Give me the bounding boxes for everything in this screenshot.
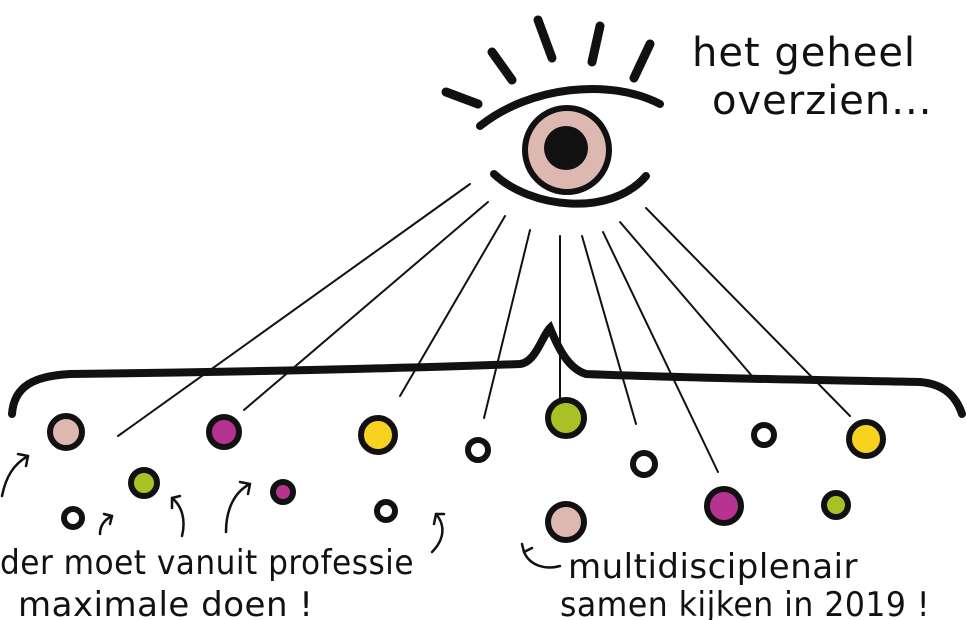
ray <box>118 184 470 436</box>
dot <box>361 418 395 452</box>
eye-icon <box>446 20 660 204</box>
dot <box>131 470 157 496</box>
dot <box>273 482 293 502</box>
dot <box>548 504 584 540</box>
dot <box>633 453 655 475</box>
dot <box>548 400 584 436</box>
caption-right-line-1: multidisciplenair <box>568 547 858 587</box>
arrow-icon <box>172 496 184 536</box>
eyelash-4 <box>592 26 600 62</box>
curly-brace <box>12 328 962 414</box>
heading-line-1: het geheel <box>692 30 916 76</box>
dot <box>64 509 82 527</box>
ray <box>582 236 636 424</box>
dot <box>377 502 395 520</box>
eyelash-2 <box>492 52 512 80</box>
dot <box>468 440 488 460</box>
dot <box>849 422 883 456</box>
caption-left-line-2: maximale doen ! <box>18 585 313 620</box>
heading-line-2: overzien... <box>712 78 932 124</box>
ray <box>620 222 752 376</box>
eyelash-3 <box>538 20 552 58</box>
dot <box>754 425 774 445</box>
dots <box>50 400 883 540</box>
eyelash-5 <box>634 44 650 78</box>
arrow-icon <box>432 514 444 552</box>
arrow-icon <box>2 454 28 496</box>
dot <box>209 417 239 447</box>
dot <box>50 416 82 448</box>
ray <box>484 230 530 418</box>
pupil <box>544 126 588 170</box>
eyelash-1 <box>446 92 478 104</box>
caption-right-line-2: samen kijken in 2019 ! <box>560 585 930 620</box>
dot <box>707 489 741 523</box>
caption-left-line-1: der moet vanuit professie <box>0 543 414 583</box>
arrow-icon <box>522 544 560 567</box>
dot <box>824 493 848 517</box>
arrow-icon <box>226 482 250 532</box>
arrow-icon <box>100 514 112 534</box>
